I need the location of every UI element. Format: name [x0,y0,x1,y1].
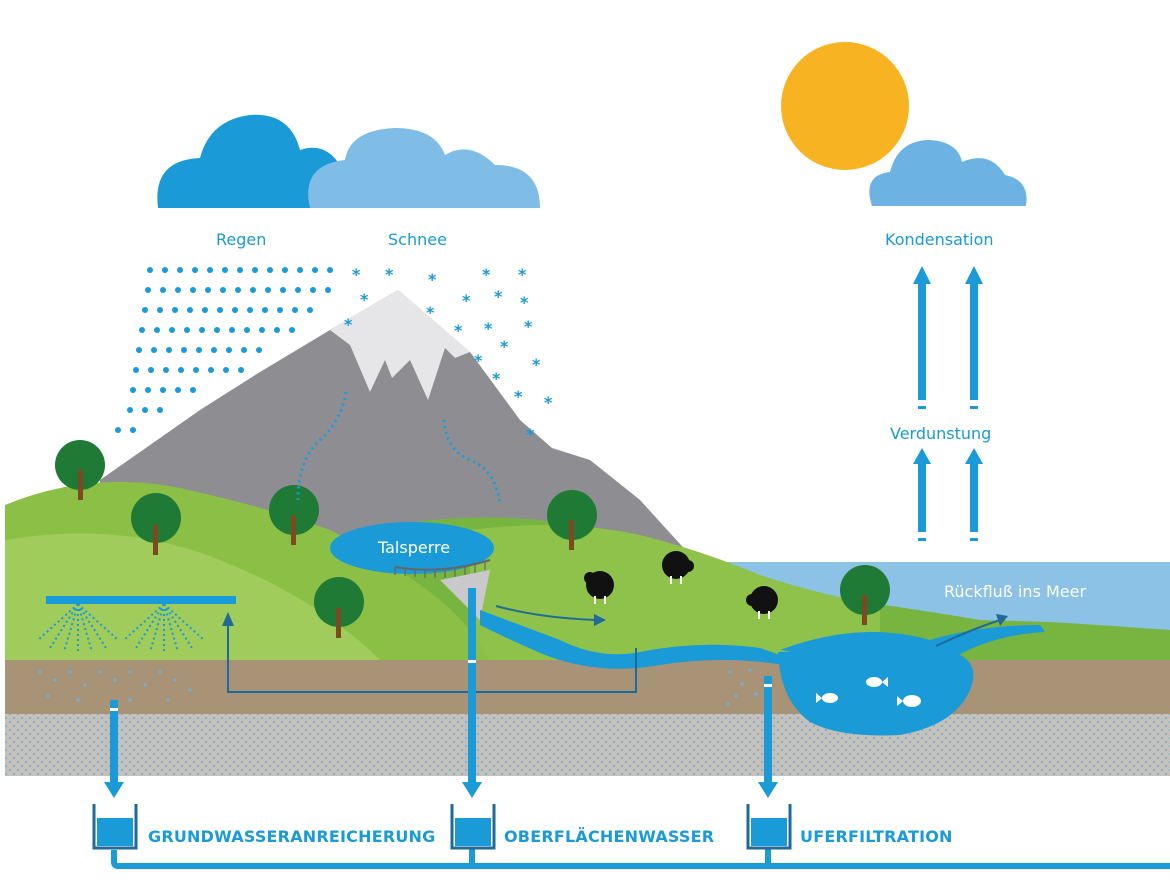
label-condensation: Kondensation [885,230,994,249]
snow-flakes: ***** **** ***** *** *** * [344,265,553,444]
svg-text:*: * [544,393,553,412]
sheep-icon [662,551,694,584]
tree-icon [314,577,364,638]
svg-text:*: * [482,265,491,284]
svg-text:*: * [385,265,394,284]
svg-text:*: * [500,337,509,356]
svg-text:*: * [532,355,541,374]
svg-text:*: * [520,293,529,312]
svg-text:*: * [428,270,437,289]
svg-text:*: * [526,425,535,444]
sprinkler-pipe [46,596,236,604]
label-evaporation: Verdunstung [890,424,992,443]
svg-text:*: * [492,369,501,388]
sheep-icon [746,586,778,619]
evaporation-arrows [913,266,983,532]
svg-text:*: * [518,265,527,284]
sprinkler-spray [37,603,205,653]
svg-text:*: * [360,290,369,309]
beaker-icon [92,804,138,850]
label-surface-water: OBERFLÄCHENWASSER [504,827,715,846]
svg-text:*: * [474,351,483,370]
label-bank-filtration: UFERFILTRATION [800,827,953,846]
label-dam: Talsperre [378,538,451,557]
river [480,610,785,669]
sea-flow-arrow [935,619,1001,647]
rain-drops [115,267,333,433]
svg-text:*: * [494,287,503,306]
down-pipes [104,588,778,798]
infiltration-dots [38,668,758,706]
label-snow: Schnee [388,230,447,249]
label-return-flow: Rückfluß ins Meer [944,582,1087,601]
tree-icon [131,493,181,555]
collection-pipe [111,850,1170,869]
fish-icon [866,677,888,687]
sheep-icon [584,571,614,604]
soil-layer [5,660,1170,714]
svg-text:*: * [454,321,463,340]
label-groundwater-recharge: GRUNDWASSERANREICHERUNG [148,827,436,846]
mountain-stream-left [296,391,348,501]
svg-text:*: * [426,303,435,322]
sun [781,42,909,170]
irrigation-return-line [227,624,637,693]
dam-lake [330,522,494,574]
beaker-icon [746,804,792,850]
beaker-icon [450,804,496,850]
tree-icon [269,485,319,545]
sun-cloud [869,140,1027,206]
svg-text:*: * [344,315,353,334]
gravel-layer [5,712,1170,776]
svg-text:*: * [352,265,361,284]
mountain-snow-cap [330,290,470,400]
fish-icon [816,693,838,703]
label-rain: Regen [216,230,267,249]
snow-cloud [308,128,540,208]
svg-text:*: * [524,317,533,336]
svg-text:*: * [462,291,471,310]
svg-text:*: * [484,319,493,338]
river-lake [778,650,974,736]
river-flow-arrow [495,605,597,621]
rain-cloud [157,114,354,208]
tree-icon [547,490,597,550]
tree-icon [55,440,105,500]
tree-icon [840,565,890,625]
fish-icon [897,695,921,707]
svg-text:*: * [514,387,523,406]
